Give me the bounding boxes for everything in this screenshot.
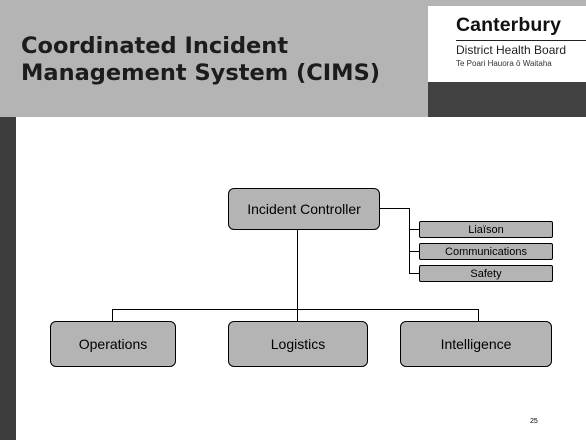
staff-vertical-connector <box>409 208 410 274</box>
page-number: 25 <box>530 418 538 425</box>
intelligence-box: Intelligence <box>400 321 552 367</box>
logo-maori-name: Te Poari Hauora ō Waitaha <box>456 59 552 68</box>
logo-subtitle: District Health Board <box>456 43 567 57</box>
incident-controller-box: Incident Controller <box>228 188 380 230</box>
section-connector-intelligence <box>478 309 479 321</box>
controller-to-staff-connector <box>380 208 410 209</box>
staff-connector-safety <box>409 273 419 274</box>
staff-connector-communications <box>409 251 419 252</box>
header-accent-bar <box>428 82 586 117</box>
logo-divider <box>456 40 586 41</box>
staff-box-communications: Communications <box>419 243 553 260</box>
section-connector-logistics <box>297 309 298 321</box>
left-accent-bar <box>0 117 16 440</box>
operations-box: Operations <box>50 321 176 367</box>
logistics-box: Logistics <box>228 321 368 367</box>
staff-connector-liaison <box>409 229 419 230</box>
logo-name: Canterbury <box>456 14 562 36</box>
controller-to-sections-connector <box>297 230 298 309</box>
sections-horizontal-connector <box>112 309 478 310</box>
staff-box-safety: Safety <box>419 265 553 282</box>
logo: Canterbury District Health Board Te Poar… <box>428 6 586 82</box>
staff-box-liaison: Liaïson <box>419 221 553 238</box>
section-connector-operations <box>112 309 113 321</box>
slide-title: Coordinated Incident Management System (… <box>21 33 381 86</box>
